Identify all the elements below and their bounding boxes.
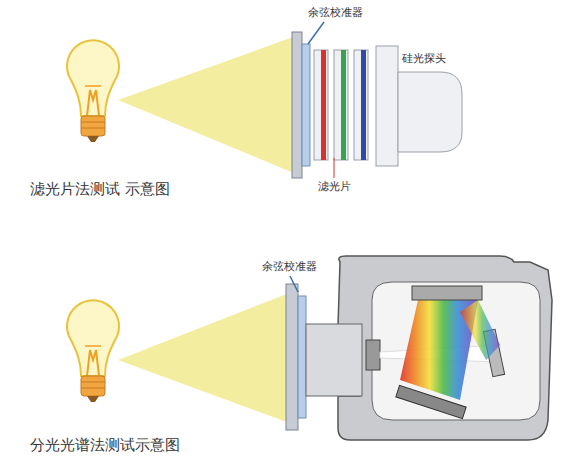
ccd-array xyxy=(396,385,466,418)
light-cone xyxy=(118,36,301,174)
part-label: 余弦校准器 xyxy=(262,260,317,273)
filter xyxy=(334,50,348,160)
bulb xyxy=(67,40,119,142)
corrector-diffuser xyxy=(302,44,310,166)
blue-filter xyxy=(361,50,366,160)
grating xyxy=(412,286,482,300)
leader-line xyxy=(290,276,298,292)
figure-caption: 滤光片法测试 示意图 xyxy=(30,180,170,198)
figure-caption: 分光光谱法测试示意图 xyxy=(30,436,180,454)
detector-head xyxy=(398,72,462,152)
green-filter xyxy=(341,50,346,160)
corrector-plate xyxy=(286,284,298,430)
light-cone xyxy=(118,292,298,424)
part-label: 滤光片 xyxy=(318,180,351,193)
bulb xyxy=(67,300,119,402)
red-filter xyxy=(321,50,326,160)
detector-body xyxy=(376,46,398,166)
part-label: 余弦校准器 xyxy=(308,6,363,19)
filter xyxy=(354,50,368,160)
optical-cavity xyxy=(372,282,540,420)
spectrometer-housing xyxy=(338,256,552,440)
spectrum-beam xyxy=(460,300,500,360)
entrance-slit xyxy=(366,340,380,370)
corrector-plate xyxy=(292,32,302,178)
filter xyxy=(314,50,328,160)
leader-line xyxy=(308,22,324,44)
corrector-diffuser xyxy=(298,296,306,418)
part-label: 硅光探头 xyxy=(402,52,446,65)
fiber-tube xyxy=(306,324,362,396)
leader-line xyxy=(334,158,335,178)
